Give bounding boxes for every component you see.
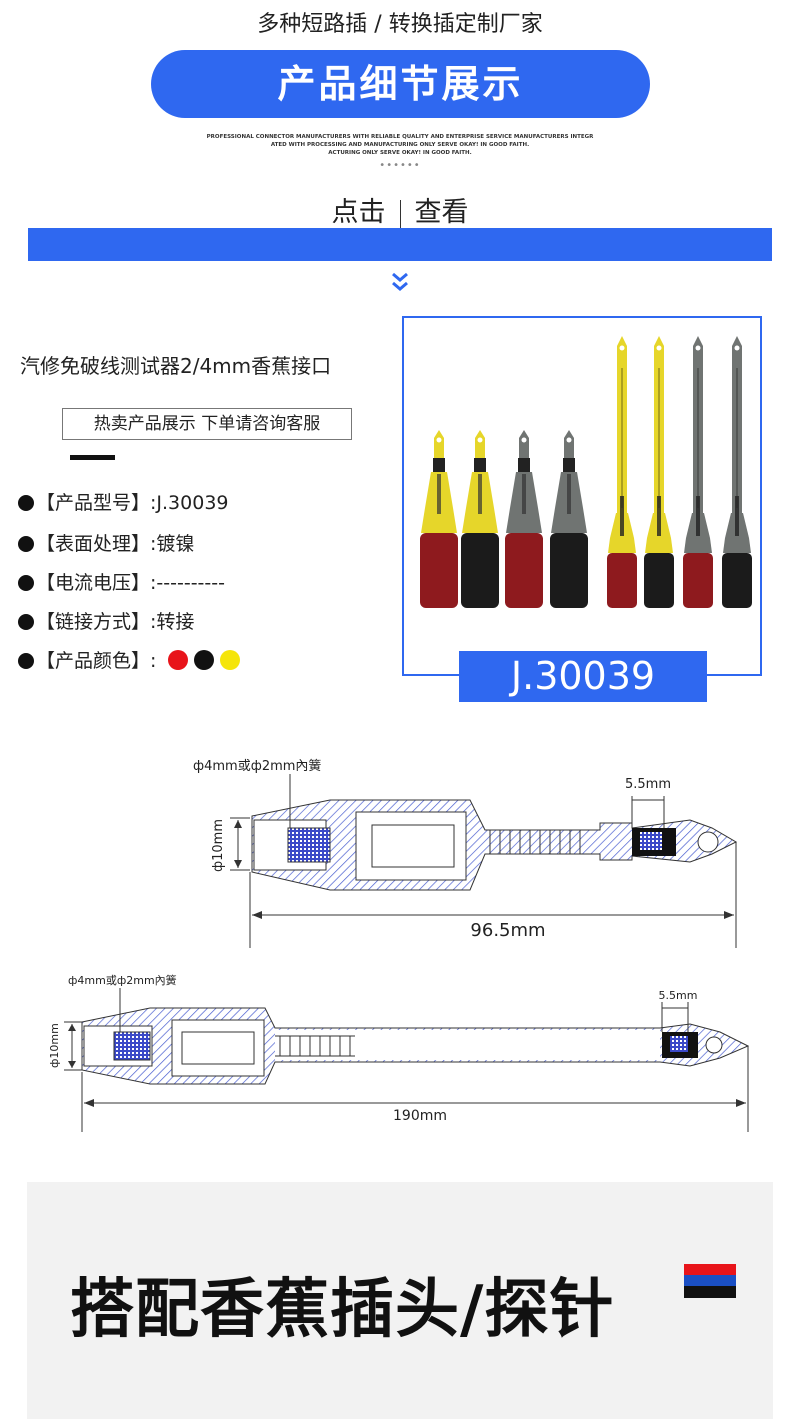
bullet-icon: [18, 575, 34, 591]
long-length-label: 190mm: [393, 1108, 447, 1124]
short-dia-label: ф10mm: [211, 819, 226, 872]
spec-value: :转接: [150, 611, 195, 633]
spec-label: 【电流电压】: [36, 572, 151, 594]
fine-print-line-3: ACTURING ONLY SERVE OKAY! IN GOOD FAITH.: [328, 150, 472, 156]
product-photo-frame: [402, 316, 762, 676]
fine-print: PROFESSIONAL CONNECTOR MANUFACTURERS WIT…: [180, 133, 620, 157]
blue-banner-bar: [28, 228, 772, 261]
probe-6: [644, 336, 674, 608]
bullet-icon: [18, 653, 34, 669]
spec-label: 【表面处理】: [36, 533, 151, 555]
spec-value: :J.30039: [150, 492, 229, 514]
probe-3: [505, 430, 543, 608]
long-dia-label: ф10mm: [48, 1023, 61, 1068]
short-tip-label: 5.5mm: [625, 777, 671, 792]
model-tag: J.30039: [459, 651, 707, 702]
chevron-down-icon: [392, 272, 408, 291]
fine-print-line-1: PROFESSIONAL CONNECTOR MANUFACTURERS WIT…: [206, 134, 594, 140]
header-subtitle: 多种短路插 / 转换插定制厂家: [257, 12, 543, 37]
spec-label: 【产品型号】: [36, 492, 151, 514]
spec-value: :镀镍: [150, 533, 195, 555]
product-title: 汽修免破线测试器2/4mm香蕉接口: [20, 354, 332, 378]
tricolor-flag-icon: [684, 1264, 736, 1298]
divider: [399, 199, 401, 228]
color-swatch-red: [168, 650, 189, 670]
probe-7: [683, 336, 713, 608]
long-probe-drawing: ф10mm 190mm ф4mm或ф2mm內簧 5.5mm: [48, 973, 750, 1132]
bullet-icon: [18, 495, 34, 511]
spec-value: :----------: [150, 572, 225, 594]
short-probe-drawing: ф10mm 96.5mm ф4mm或ф2mm內簧 5.5mm: [193, 758, 738, 948]
hot-sale-notice: 热卖产品展示 下单请咨询客服: [62, 408, 352, 440]
color-swatch-black: [194, 650, 215, 670]
probe-5: [607, 336, 637, 608]
click-view-link[interactable]: 点击查看: [0, 190, 800, 229]
probe-4: [550, 430, 588, 608]
probe-8: [722, 336, 752, 608]
spec-connection: 【链接方式】:转接: [18, 607, 194, 634]
decorative-dots: ••••••: [379, 160, 421, 171]
bullet-icon: [18, 536, 34, 552]
product-photo: [420, 336, 752, 608]
spec-label: 【产品颜色】: [36, 650, 151, 672]
technical-drawings: ф10mm 96.5mm ф4mm或ф2mm內簧 5.5mm ф10: [48, 758, 750, 1132]
short-length-label: 96.5mm: [470, 920, 545, 941]
click-label[interactable]: 点击: [331, 197, 386, 228]
spec-model: 【产品型号】:J.30039: [18, 488, 229, 515]
color-swatch-yellow: [220, 650, 241, 670]
spec-label: 【链接方式】: [36, 611, 151, 633]
probe-2: [461, 430, 499, 608]
long-spring-label: ф4mm或ф2mm內簧: [68, 973, 177, 987]
bottom-banner: [27, 1182, 773, 1419]
fine-print-line-2: ATED WITH PROCESSING AND MANUFACTURING O…: [270, 142, 530, 148]
spec-surface: 【表面处理】:镀镍: [18, 529, 194, 556]
probe-1: [420, 430, 458, 608]
banner-title: 搭配香蕉插头/探针: [70, 1273, 615, 1347]
spec-color: 【产品颜色】:: [18, 646, 241, 673]
long-tip-label: 5.5mm: [659, 989, 698, 1002]
title-underline: [70, 455, 115, 460]
bullet-icon: [18, 614, 34, 630]
section-title-pill: 产品细节展示: [151, 50, 650, 118]
spec-current-voltage: 【电流电压】:----------: [18, 568, 225, 595]
view-label[interactable]: 查看: [414, 197, 469, 228]
spec-value: :: [150, 650, 157, 672]
short-spring-label: ф4mm或ф2mm內簧: [193, 758, 321, 774]
